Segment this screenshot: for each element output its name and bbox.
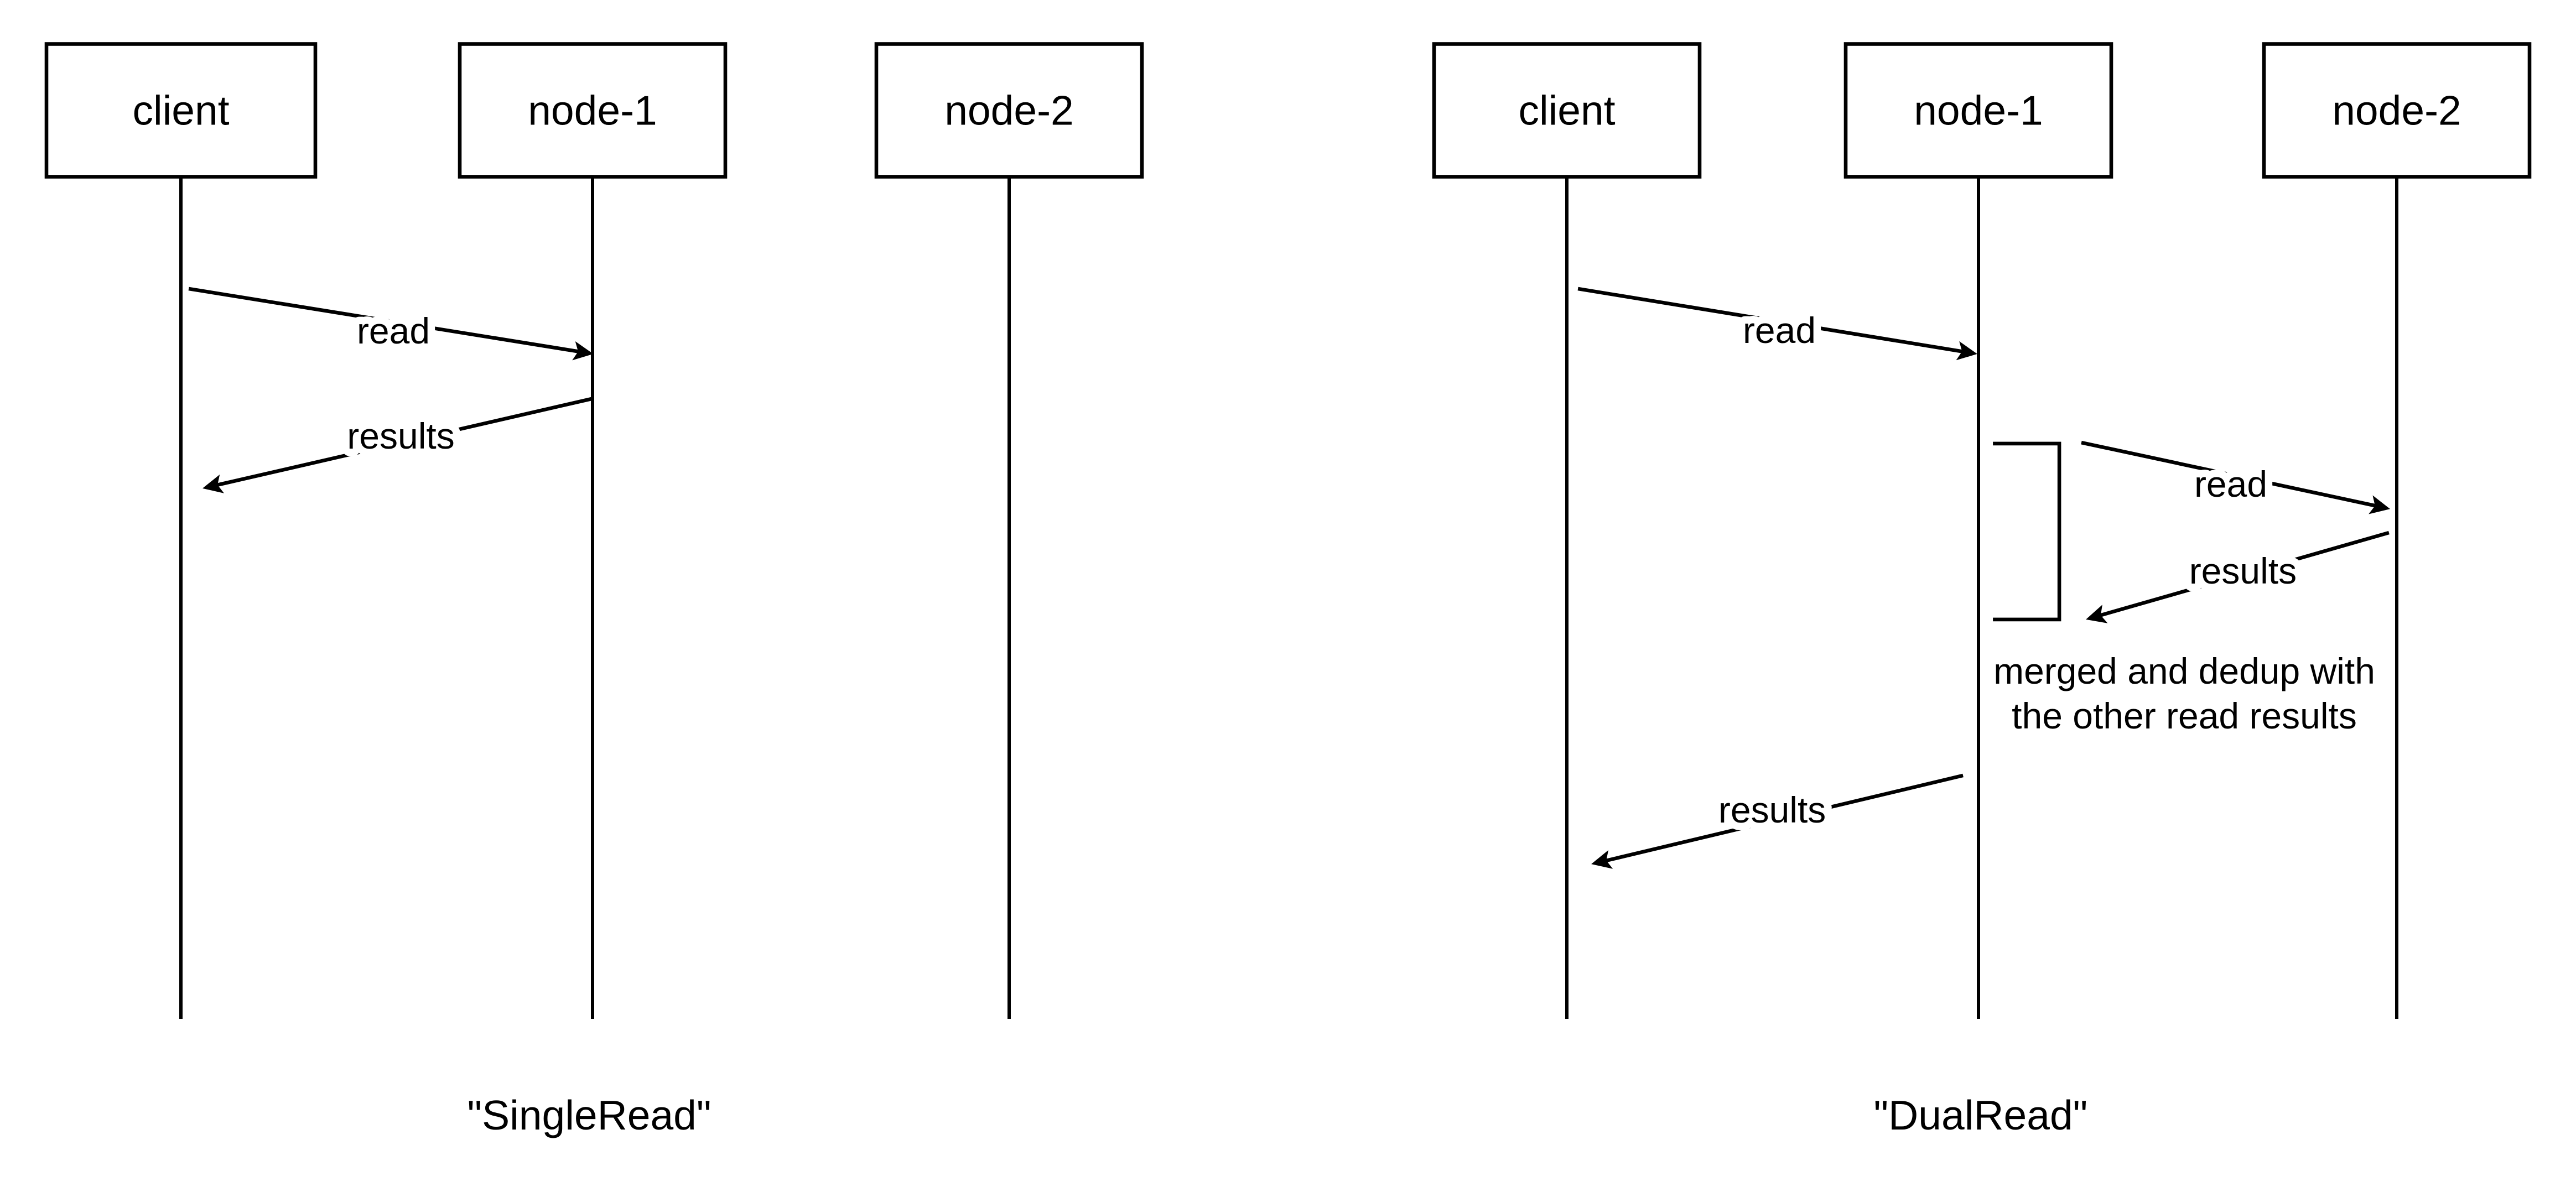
message-read-2-line (2081, 440, 2378, 508)
message-read-arrowhead-icon (572, 341, 594, 361)
message-results-2-label: results (2189, 550, 2297, 591)
message-read: read (188, 287, 594, 361)
message-read-line (188, 287, 581, 354)
message-read-1-arrowhead-icon (1956, 341, 1977, 361)
activation-bracket (1993, 441, 2061, 622)
message-read-1-line (1577, 287, 1965, 354)
actor-label-client: client (1518, 87, 1615, 134)
message-results-3-line (1603, 773, 1964, 863)
message-results-2: results (2086, 530, 2390, 623)
message-results-3-label: results (1718, 789, 1826, 830)
note-merged-dedup: merged and dedup with the other read res… (1993, 650, 2375, 736)
actor-box-node-1 (458, 42, 728, 179)
actor-box-node-2 (2262, 42, 2532, 179)
actor-label-client: client (132, 87, 229, 134)
message-results-arrowhead-icon (202, 474, 224, 493)
message-read-2-arrowhead-icon (2369, 495, 2390, 514)
message-results-3-arrowhead-icon (1591, 850, 1613, 869)
message-read-1: read (1577, 287, 1977, 361)
actor-label-node-2: node-2 (944, 87, 1074, 134)
message-results-2-line (2098, 530, 2390, 618)
actor-box-client (44, 42, 318, 179)
note-line-1: merged and dedup with (1993, 650, 2375, 691)
message-read-2-label: read (2194, 464, 2267, 504)
message-results-label: results (347, 415, 454, 456)
singleread-diagram: client node-1 node-2 read results "Singl… (44, 42, 1144, 1138)
actor-box-node-2 (874, 42, 1144, 179)
actor-label-node-1: node-1 (1914, 87, 2043, 134)
message-results-2-arrowhead-icon (2086, 605, 2108, 623)
diagram-caption-singleread: "SingleRead" (467, 1092, 711, 1138)
message-read-2: read (2081, 440, 2390, 514)
actor-label-node-1: node-1 (528, 87, 657, 134)
actor-box-client (1432, 42, 1702, 179)
dualread-diagram: client node-1 node-2 read read results m… (1432, 42, 2532, 1138)
message-results-3: results (1591, 773, 1964, 869)
message-results: results (202, 397, 593, 493)
actor-box-node-1 (1843, 42, 2113, 179)
message-read-1-label: read (1743, 310, 1816, 351)
message-results-line (215, 397, 593, 487)
diagram-caption-dualread: "DualRead" (1874, 1092, 2088, 1138)
note-line-2: the other read results (2012, 695, 2357, 736)
actor-label-node-2: node-2 (2332, 87, 2461, 134)
message-read-label: read (357, 310, 430, 351)
